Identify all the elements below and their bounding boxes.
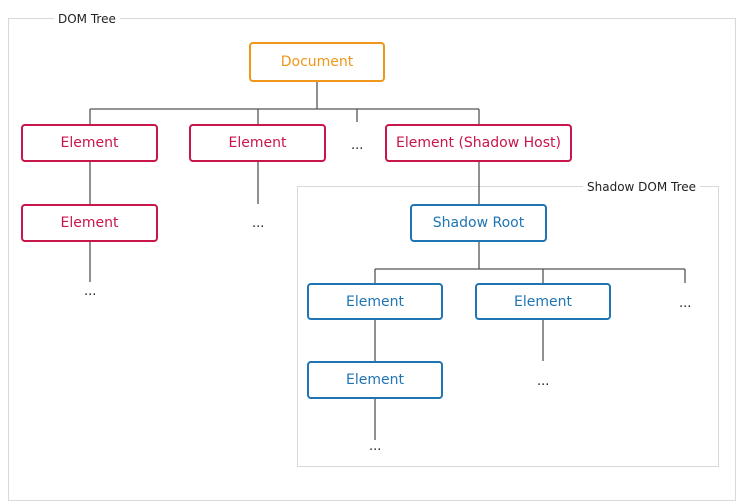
ellipsis: ...: [351, 138, 364, 153]
shadow-dom-tree-label: Shadow DOM Tree: [583, 180, 701, 194]
shadow-element-node: Element: [475, 283, 611, 320]
ellipsis: ...: [84, 284, 97, 299]
ellipsis: ...: [369, 439, 382, 454]
shadow-root-node: Shadow Root: [410, 204, 547, 242]
element-node: Element: [21, 204, 158, 242]
shadow-host-node: Element (Shadow Host): [385, 124, 572, 162]
document-node: Document: [249, 42, 385, 82]
ellipsis: ...: [537, 374, 550, 389]
dom-tree-frame: [8, 18, 736, 501]
shadow-element-node: Element: [307, 283, 443, 320]
ellipsis: ...: [679, 296, 692, 311]
shadow-element-node: Element: [307, 361, 443, 399]
element-node: Element: [21, 124, 158, 162]
shadow-dom-tree-frame: [297, 186, 719, 467]
ellipsis: ...: [252, 216, 265, 231]
element-node: Element: [189, 124, 326, 162]
dom-tree-label: DOM Tree: [54, 12, 120, 26]
